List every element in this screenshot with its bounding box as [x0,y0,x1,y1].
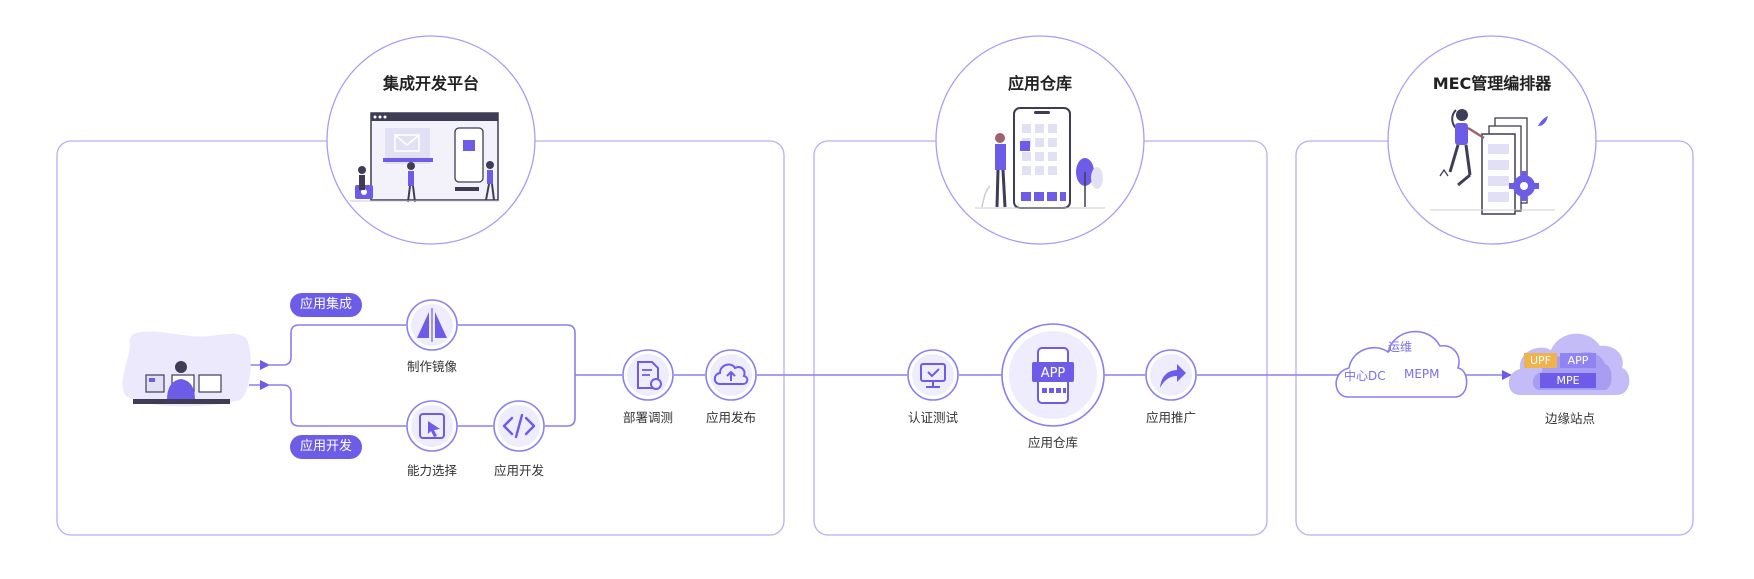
label-app-develop: 应用开发 [493,463,545,478]
app-repository-illustration [975,107,1105,209]
label-edge-site: 边缘站点 [1544,411,1596,426]
section-title-mec: MEC管理编排器 [1432,74,1552,93]
node-deploy-debug[interactable] [622,349,674,401]
chip-app: APP [1560,353,1596,368]
flow-lines-panel-1 [249,324,907,427]
tag-app-develop[interactable]: 应用开发 [290,435,363,459]
document-gear-icon [637,361,662,390]
chip-upf: UPF [1524,353,1557,368]
mirror-icon [417,308,447,342]
node-app-publish[interactable] [705,349,757,401]
node-capability-select[interactable] [406,400,458,452]
phone-app-icon: APP [1032,347,1074,404]
central-cloud [1335,330,1468,398]
node-app-develop[interactable] [493,400,545,452]
node-cert-test[interactable] [907,349,959,401]
label-cert-test: 认证测试 [907,410,959,425]
cloud-mepm-text: MEPM [1404,367,1440,381]
cloud-ops-text: 运维 [1388,340,1413,354]
cloud-upload-icon [713,363,749,385]
label-capability-select: 能力选择 [406,463,458,478]
mec-orchestrator-illustration [1430,109,1555,215]
section-title-repository: 应用仓库 [1007,74,1073,93]
label-app-promote: 应用推广 [1145,410,1197,425]
app-badge: APP [1041,366,1066,381]
developer-workstation-illustration [122,331,251,407]
monitor-check-icon [920,363,946,388]
integration-platform-illustration [350,112,499,203]
chip-mpe: MPE [1540,373,1596,388]
label-app-publish: 应用发布 [705,410,757,425]
tag-app-integrate[interactable]: 应用集成 [290,293,363,317]
section-title-integration: 集成开发平台 [382,74,480,93]
node-app-promote[interactable] [1145,349,1197,401]
cursor-select-icon [419,413,445,439]
code-icon [502,413,536,439]
node-make-image[interactable] [406,299,458,351]
label-deploy-debug: 部署调测 [622,410,674,425]
cloud-dc-text: 中心DC [1344,369,1386,383]
node-app-repository[interactable]: APP [1001,323,1105,427]
label-make-image: 制作镜像 [406,359,458,374]
label-app-repository: 应用仓库 [1027,435,1079,450]
share-arrow-icon [1160,364,1186,388]
